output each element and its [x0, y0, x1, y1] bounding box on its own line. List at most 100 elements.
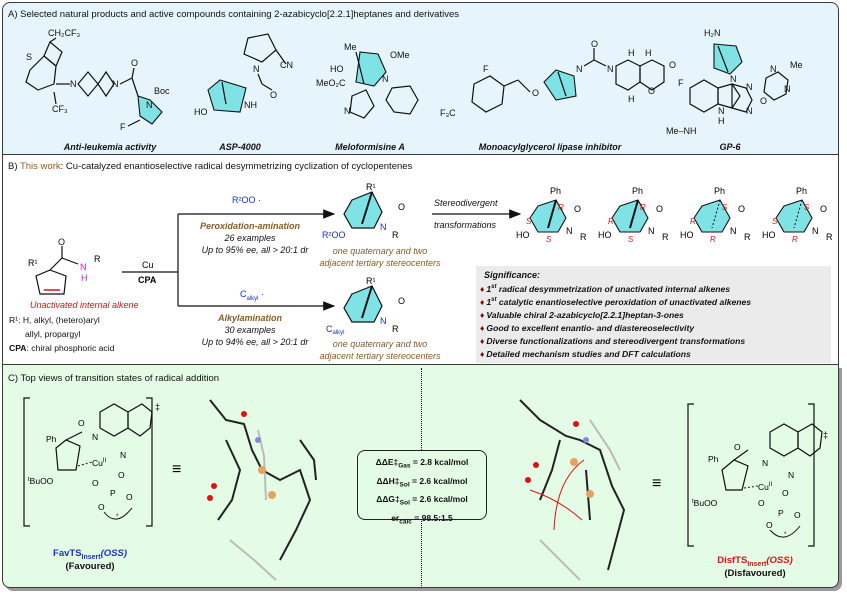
- this-work-highlight: This work: [19, 161, 61, 172]
- compound-anti-leukemia: CH₂CF₃ S N N O Boc N CF₃ F: [25, 28, 170, 132]
- lower-examples: 30 examples: [224, 325, 276, 335]
- substrate-note-2: allyl, propargyl: [25, 329, 81, 339]
- atom-o: O: [131, 58, 138, 68]
- atom-ch2cf3: CH₂CF₃: [48, 28, 80, 38]
- label-magl-inhibitor: Monoacylglycerol lipase inhibitor: [478, 142, 622, 152]
- atom-n6: N: [718, 106, 725, 116]
- compound-gp-6: H₂N N F N N Me N N O N Me–NH H: [666, 28, 803, 136]
- atom-n2: N: [112, 79, 119, 89]
- atom-cn: CN: [280, 60, 293, 70]
- lower-reaction-name: Alkylamination: [217, 313, 282, 323]
- significance-item: ♦Diverse functionalizations and stereodi…: [480, 336, 746, 346]
- compound-magl-inhibitor: F O N O N H H O H O F₃C: [440, 39, 676, 118]
- compound-meloformisine-a: Me OMe HO N MeO₂C N: [316, 42, 419, 119]
- atom-f3c: F₃C: [440, 108, 456, 118]
- label-asp-4000: ASP-4000: [219, 142, 261, 152]
- atom-f: F: [678, 78, 684, 88]
- atom-ho: HO: [194, 107, 208, 117]
- atom-o: O: [760, 96, 767, 106]
- atom-n1: N: [730, 74, 737, 84]
- atom-n: N: [253, 64, 260, 74]
- atom-ome: OMe: [390, 50, 410, 60]
- significance-item: ♦Good to excellent enantio- and diastere…: [480, 323, 695, 333]
- atom-n3: N: [770, 64, 777, 74]
- upper-selectivity: Up to 95% ee, all > 20:1 dr: [201, 245, 309, 255]
- stereodivergent-line2: transformations: [434, 220, 497, 230]
- lower-radical: Calkyl ·: [240, 289, 265, 302]
- panel-b-prefix: B): [8, 161, 20, 172]
- upper-caption-2: adjacent tertiary stereocenters: [319, 258, 441, 268]
- atom-n1: N: [382, 74, 389, 84]
- favoured-status: (Favoured): [65, 561, 115, 572]
- diamond-bullet-icon: ♦: [480, 297, 485, 307]
- upper-reaction-name: Peroxidation-amination: [199, 221, 300, 231]
- lower-caption-2: adjacent tertiary stereocenters: [319, 351, 441, 361]
- diamond-bullet-icon: ♦: [480, 284, 485, 294]
- diamond-bullet-icon: ♦: [480, 310, 485, 320]
- atom-n4: N: [784, 84, 791, 94]
- significance-box: Significance: ♦1st radical desymmetrizat…: [476, 266, 831, 363]
- energy-row: ΔΔH‡Sol = 2.6 kcal/mol: [376, 475, 468, 489]
- significance-title: Significance:: [484, 270, 541, 280]
- energy-row: ercalc = 98.5:1.5: [391, 513, 453, 526]
- stereodivergent-line1: Stereodivergent: [434, 198, 498, 208]
- cpa-description: : chiral phosphoric acid: [26, 343, 115, 353]
- cpa-note: CPA: chiral phosphoric acid: [9, 343, 114, 353]
- panel-b-title: B) This work: Cu-catalyzed enantioselect…: [8, 161, 412, 172]
- upper-caption-1: one quaternary and two: [332, 246, 428, 256]
- disfavoured-ts-name: DisfTSInsert(OSS): [717, 555, 793, 568]
- compound-asp-4000: CN N O HO NH: [194, 33, 293, 117]
- significance-item: ♦Detailed mechanism studies and DFT calc…: [480, 349, 691, 359]
- atom-n1: N: [576, 64, 583, 74]
- label-gp-6: GP-6: [719, 142, 741, 152]
- atom-n1: N: [70, 79, 77, 89]
- upper-examples: 26 examples: [224, 233, 276, 243]
- atom-o2: O: [591, 39, 598, 49]
- cpa-abbrev: CPA: [9, 343, 27, 353]
- atom-nh: NH: [244, 100, 257, 110]
- atom-h: H: [718, 116, 725, 126]
- significance-item: ♦1st radical desymmetrization of unactiv…: [480, 284, 731, 294]
- lower-selectivity: Up to 94% ee, all > 20:1 dr: [201, 337, 309, 347]
- atom-o: O: [270, 90, 277, 100]
- energy-row: ΔΔE‡Gas = 2.8 kcal/mol: [375, 457, 469, 470]
- diamond-bullet-icon: ♦: [480, 349, 485, 359]
- atom-s: S: [26, 52, 32, 62]
- atom-f: F: [483, 64, 489, 74]
- lower-caption-1: one quaternary and two: [332, 339, 428, 349]
- atom-n2: N: [746, 82, 753, 92]
- significance-item: ♦1st catalytic enantioselective peroxida…: [480, 297, 752, 307]
- panel-a-title: A) Selected natural products and active …: [8, 9, 459, 20]
- atom-o3: O: [669, 60, 676, 70]
- atom-meo2c: MeO₂C: [316, 78, 346, 88]
- favoured-ts-name: FavTSInsert(OSS): [53, 548, 127, 561]
- atom-h3: H: [628, 94, 635, 104]
- atom-n2: N: [607, 64, 614, 74]
- atom-o4: O: [648, 86, 655, 96]
- disfavoured-status: (Disfavoured): [724, 568, 786, 579]
- upper-radical: R²OO ·: [232, 195, 261, 205]
- panel-b: B) This work: Cu-catalyzed enantioselect…: [2, 154, 839, 365]
- significance-item: ♦Valuable chiral 2-azabicyclo[2.2.1]hept…: [480, 310, 684, 320]
- panel-a: A) Selected natural products and active …: [2, 2, 839, 154]
- atom-n3: N: [146, 100, 153, 110]
- atom-o1: O: [532, 88, 539, 98]
- diamond-bullet-icon: ♦: [480, 336, 485, 346]
- atom-cf3: CF₃: [52, 104, 68, 114]
- panel-c-title: C) Top views of transition states of rad…: [8, 373, 220, 384]
- atom-menh: Me–NH: [666, 126, 697, 136]
- atom-h2: H: [645, 48, 652, 58]
- substrate-note-1: R¹: H, alkyl, (hetero)aryl: [9, 315, 100, 325]
- diamond-bullet-icon: ♦: [480, 323, 485, 333]
- atom-f: F: [120, 122, 126, 132]
- atom-n5: N: [746, 106, 753, 116]
- atom-boc: Boc: [154, 86, 170, 96]
- atom-ho: HO: [330, 64, 344, 74]
- energy-row: ΔΔG‡Sol = 2.6 kcal/mol: [376, 494, 468, 508]
- atom-n2: N: [344, 106, 351, 116]
- atom-me: Me: [790, 60, 803, 70]
- atom-h2n: H₂N: [704, 28, 721, 38]
- substrate-caption: Unactivated internal alkene: [30, 300, 139, 310]
